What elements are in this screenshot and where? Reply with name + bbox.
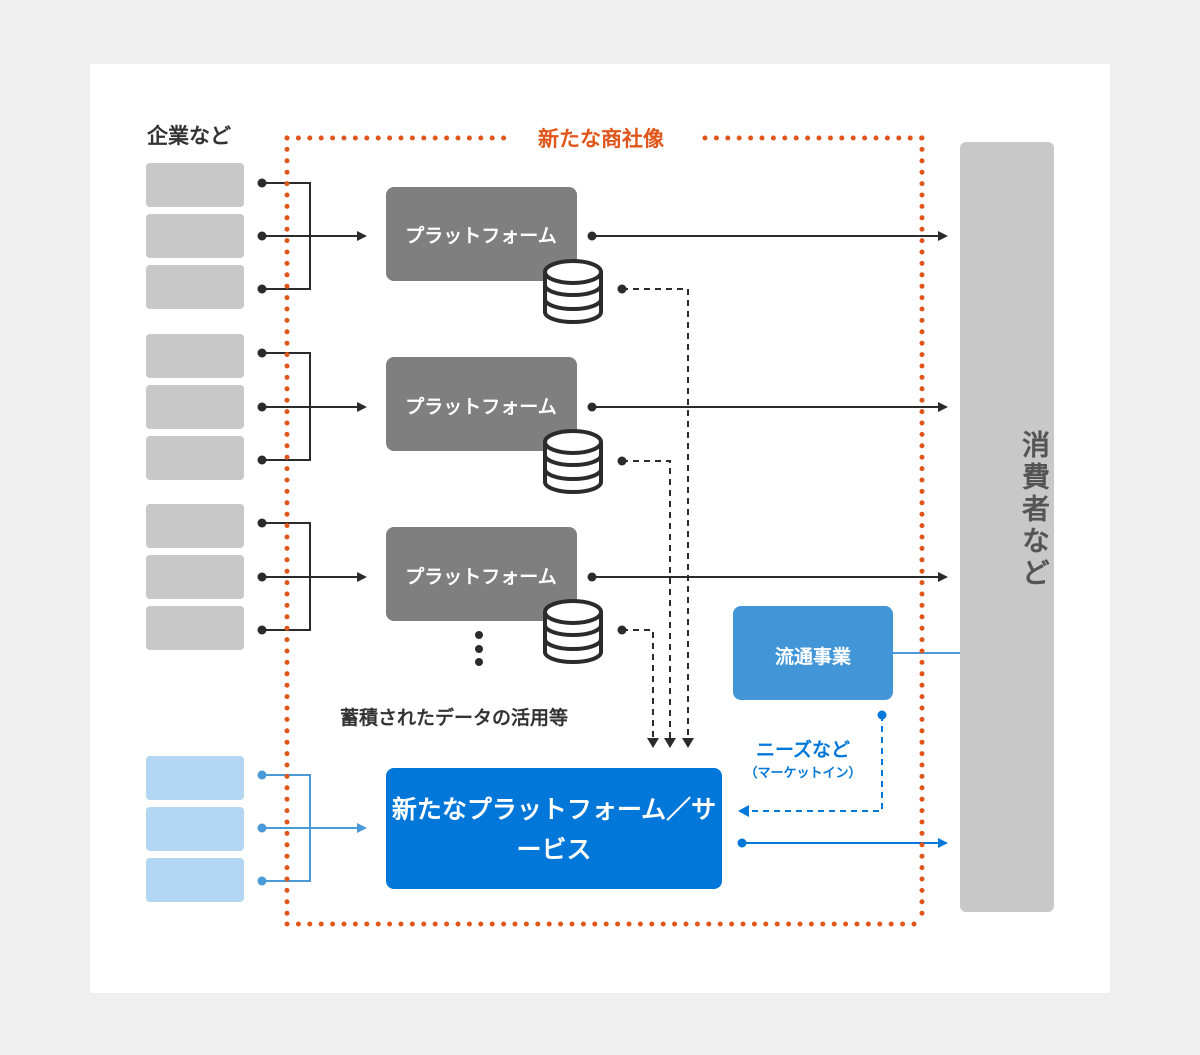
frame-title: 新たな商社像 (530, 123, 672, 153)
data-flow-arrowheads (617, 284, 694, 748)
database-icon-3 (543, 599, 603, 664)
connector-group-3 (262, 522, 367, 631)
connector-dots-3 (257, 518, 267, 635)
platform-label-2: プラットフォーム (405, 396, 557, 418)
company-box (146, 214, 244, 258)
new-company-box (146, 756, 244, 800)
ellipsis-icon (475, 631, 483, 666)
connector-group-2 (262, 352, 367, 461)
platform-label-1: プラットフォーム (405, 225, 557, 247)
new-platform-output-arrow (737, 838, 948, 848)
new-company-box (146, 858, 244, 902)
consumers-label: 消費者など (1018, 430, 1051, 590)
platform-label-3: プラットフォーム (405, 566, 557, 588)
new-company-box (146, 807, 244, 851)
needs-arrow (738, 710, 887, 817)
company-box (146, 385, 244, 429)
distribution-box (733, 606, 893, 700)
data-usage-label: 蓄積されたデータの活用等 (340, 707, 569, 729)
new-platform-box (386, 768, 722, 889)
company-box (146, 265, 244, 309)
company-box (146, 555, 244, 599)
new-connector-dots (257, 770, 267, 886)
company-group-3 (146, 504, 244, 650)
new-platform-label: 新たなプラットフォーム／サービス (391, 795, 717, 864)
platform-box-1 (386, 187, 577, 281)
connector-dots-1 (257, 178, 267, 294)
company-box (146, 504, 244, 548)
needs-sub-label: （マーケットイン） (744, 766, 862, 781)
new-company-group (146, 756, 244, 902)
consumers-bar (960, 142, 1054, 912)
data-flow-lines (622, 288, 689, 740)
connector-group-1 (262, 182, 367, 290)
platform-box-3 (386, 527, 577, 621)
company-box (146, 436, 244, 480)
new-trading-company-frame (284, 135, 925, 927)
database-icon-1 (543, 259, 603, 324)
companies-label: 企業など (147, 124, 231, 148)
database-icon-2 (543, 429, 603, 494)
distribution-label: 流通事業 (774, 646, 851, 668)
needs-label: ニーズなど (755, 739, 851, 761)
company-box (146, 334, 244, 378)
company-group-1 (146, 163, 244, 309)
connector-dots-2 (257, 348, 267, 465)
company-box (146, 163, 244, 207)
company-box (146, 606, 244, 650)
platform-output-arrows (592, 231, 948, 582)
new-connector-group (262, 774, 367, 882)
company-group-2 (146, 334, 244, 480)
platform-box-2 (386, 357, 577, 451)
